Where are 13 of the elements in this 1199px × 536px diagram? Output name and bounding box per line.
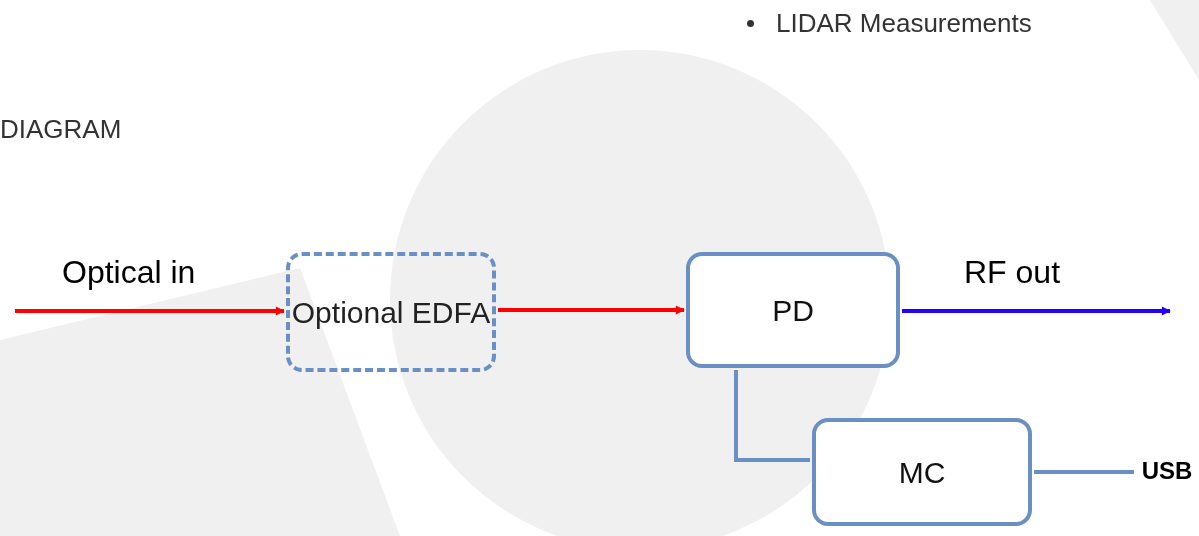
connector-line [734, 370, 810, 462]
connector-line [1034, 470, 1134, 474]
diagram-label: DIAGRAM [0, 116, 122, 142]
process-box: PD [686, 252, 900, 368]
port-label: USB [1136, 456, 1198, 486]
edge-label: Optical in [62, 256, 196, 288]
arrow [15, 306, 285, 316]
bullet-text: LIDAR Measurements [776, 10, 1032, 36]
arrow [902, 306, 1171, 316]
edge-label: RF out [964, 256, 1061, 288]
optional-block: Optional EDFA [286, 252, 496, 372]
process-box: MC [812, 418, 1032, 526]
arrow [498, 305, 685, 315]
